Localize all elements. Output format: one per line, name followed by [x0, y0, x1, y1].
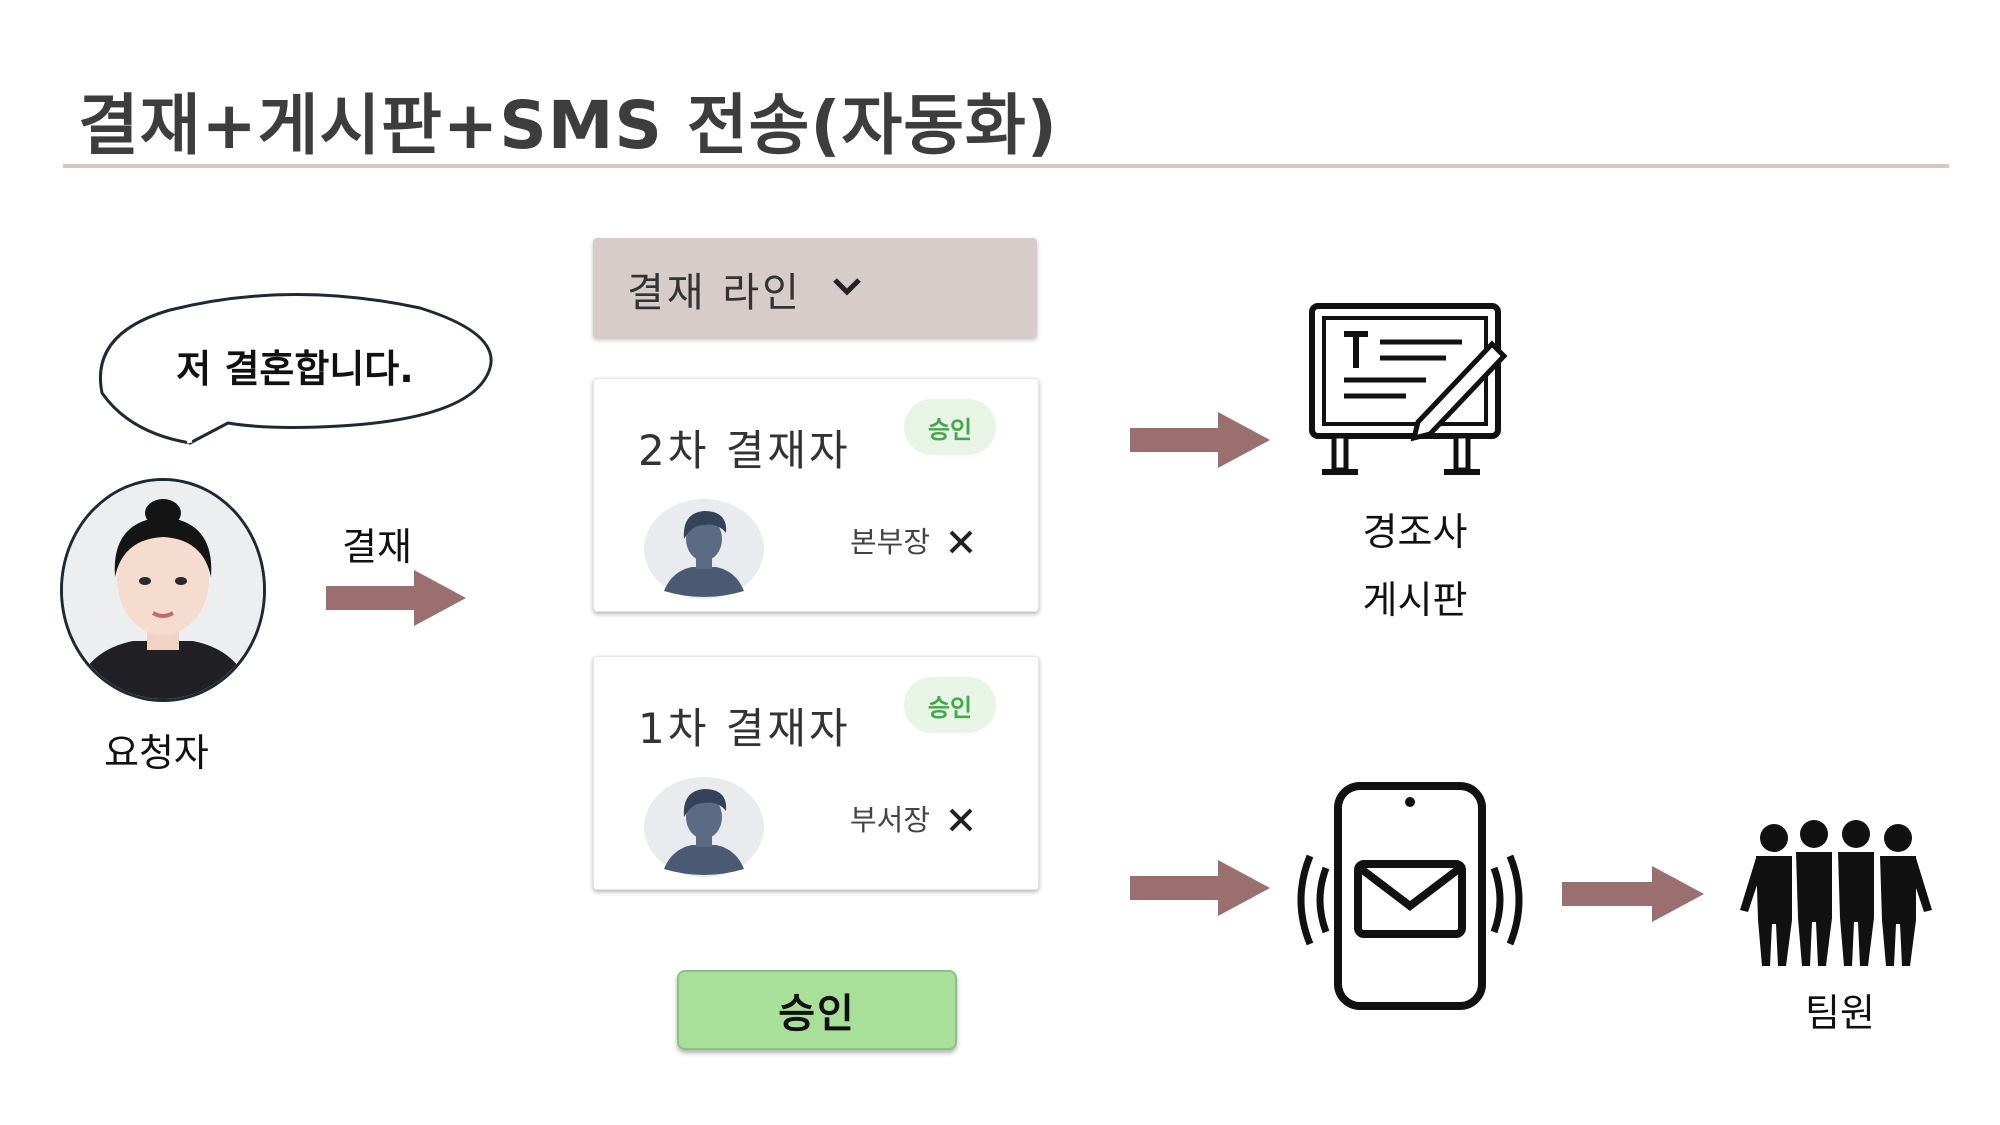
arrow-right-icon	[1130, 860, 1270, 916]
close-icon[interactable]	[946, 527, 976, 557]
approver-card-2: 2차 결재자 승인 본부장	[593, 378, 1039, 612]
board-label: 경조사 게시판	[1340, 498, 1490, 634]
bulletin-board-icon	[1309, 303, 1508, 475]
approval-line-label: 결재 라인	[627, 270, 802, 316]
chevron-down-icon	[833, 278, 861, 296]
arrow-right-icon	[1130, 412, 1270, 468]
page-title: 결재+게시판+SMS 전송(자동화)	[78, 87, 1058, 164]
approver-heading: 1차 결재자	[638, 704, 851, 753]
team-label: 팀원	[1805, 991, 1875, 1035]
requester-avatar	[60, 478, 266, 702]
close-icon[interactable]	[946, 805, 976, 835]
user-avatar-icon	[644, 777, 764, 877]
approver-heading: 2차 결재자	[638, 426, 851, 475]
title-divider	[63, 164, 1949, 168]
arrow-right-icon	[326, 570, 466, 626]
status-badge: 승인	[904, 399, 996, 455]
approver-name: 부서장	[850, 803, 931, 837]
speech-bubble	[99, 293, 493, 445]
board-label-line2: 게시판	[1362, 578, 1468, 622]
board-label-line1: 경조사	[1362, 510, 1468, 554]
approval-arrow-label: 결재	[342, 525, 412, 569]
smartphone-sms-icon	[1297, 782, 1523, 1010]
status-badge: 승인	[904, 677, 996, 733]
person-photo-icon	[63, 481, 263, 699]
approval-line-dropdown[interactable]: 결재 라인	[593, 238, 1037, 338]
arrow-right-icon	[1562, 866, 1704, 922]
requester-label: 요청자	[104, 731, 209, 775]
approver-name: 본부장	[850, 525, 931, 559]
approve-button[interactable]: 승인	[677, 970, 957, 1050]
speech-bubble-text: 저 결혼합니다.	[176, 347, 414, 391]
user-avatar-icon	[644, 499, 764, 599]
approver-card-1: 1차 결재자 승인 부서장	[593, 656, 1039, 890]
team-icon	[1740, 820, 1932, 966]
